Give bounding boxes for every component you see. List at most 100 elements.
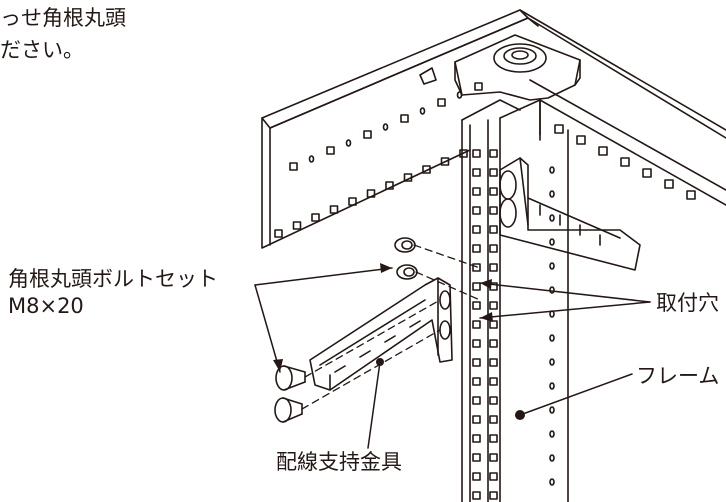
square-hole	[472, 225, 481, 234]
square-hole	[472, 377, 481, 386]
round-hole	[549, 334, 555, 342]
round-hole	[345, 139, 352, 147]
round-hole	[549, 382, 555, 390]
square-hole	[329, 205, 339, 214]
round-hole	[549, 166, 555, 174]
square-hole	[472, 358, 481, 367]
top-rail-right	[519, 9, 726, 206]
rail-holes-upper	[289, 82, 483, 171]
square-hole	[289, 162, 298, 171]
square-hole	[459, 149, 468, 158]
square-hole	[440, 157, 450, 166]
square-hole	[472, 396, 481, 405]
wiring-bracket-installed	[499, 157, 641, 271]
square-hole	[472, 149, 481, 158]
square-hole	[403, 173, 413, 182]
round-hole	[419, 107, 426, 115]
square-hole	[472, 206, 481, 215]
square-hole	[489, 396, 498, 405]
square-hole	[472, 301, 481, 310]
square-hole	[489, 320, 498, 329]
square-hole	[554, 124, 564, 134]
wiring-bracket-label: 配線支持金具	[276, 450, 402, 474]
square-hole	[489, 415, 498, 424]
bolt-size-label: M8×20	[8, 294, 84, 318]
bolt-upper	[275, 365, 306, 391]
square-hole	[686, 190, 696, 200]
square-hole	[472, 263, 481, 272]
square-hole	[472, 168, 481, 177]
square-hole	[472, 491, 481, 500]
round-hole	[549, 190, 555, 198]
square-hole	[366, 189, 376, 198]
square-hole	[576, 135, 586, 145]
square-hole	[472, 453, 481, 462]
arrow-heads	[273, 263, 525, 420]
square-hole	[363, 130, 372, 139]
square-hole	[474, 82, 483, 91]
square-hole	[472, 415, 481, 424]
square-hole	[472, 339, 481, 348]
round-hole	[549, 478, 555, 486]
square-hole	[472, 244, 481, 253]
square-hole	[489, 434, 498, 443]
bolt-set-label: 角根丸頭ボルトセット	[8, 267, 218, 291]
square-hole	[489, 168, 498, 177]
square-hole	[489, 149, 498, 158]
square-hole	[348, 197, 357, 206]
bolt-lower	[274, 397, 303, 423]
square-hole	[489, 472, 498, 481]
round-hole	[549, 262, 555, 270]
square-hole	[620, 157, 630, 167]
round-hole	[549, 286, 555, 294]
square-hole	[642, 168, 652, 178]
intro-text-line-2: ださい。	[0, 38, 84, 62]
round-hole	[549, 358, 555, 366]
square-hole	[489, 206, 498, 215]
rail-holes-lower	[274, 149, 468, 238]
square-hole	[422, 165, 431, 174]
square-hole	[489, 377, 498, 386]
frame-label: フレーム	[636, 364, 720, 388]
round-hole	[549, 454, 555, 462]
post-holes-round	[549, 166, 555, 486]
post-holes-side	[489, 149, 498, 500]
square-hole	[489, 339, 498, 348]
square-hole	[489, 358, 498, 367]
square-hole	[598, 146, 608, 156]
round-hole	[549, 430, 555, 438]
rail-holes-right	[554, 124, 696, 200]
intro-text-line-1: っせ角根丸頭	[0, 6, 126, 30]
square-hole	[489, 187, 498, 196]
square-hole	[385, 181, 394, 190]
square-hole	[489, 453, 498, 462]
square-hole	[489, 301, 498, 310]
square-hole	[472, 434, 481, 443]
square-hole	[489, 244, 498, 253]
round-hole	[308, 155, 315, 163]
corner-cap	[419, 34, 581, 101]
square-hole	[472, 187, 481, 196]
square-hole	[292, 221, 302, 230]
wiring-bracket	[309, 277, 453, 391]
square-hole	[489, 263, 498, 272]
square-hole	[326, 146, 335, 155]
round-hole	[549, 214, 555, 222]
square-hole	[472, 282, 481, 291]
square-hole	[437, 98, 446, 107]
alignment-lines	[301, 244, 481, 410]
nut-upper	[394, 237, 416, 253]
round-hole	[549, 238, 555, 246]
square-hole	[489, 225, 498, 234]
post-holes-front	[472, 149, 481, 500]
square-hole	[400, 114, 409, 123]
square-hole	[311, 213, 320, 222]
square-hole	[489, 491, 498, 500]
square-hole	[472, 320, 481, 329]
nut-lower	[396, 264, 418, 280]
round-hole	[382, 123, 389, 131]
square-hole	[274, 229, 283, 238]
round-hole	[549, 406, 555, 414]
